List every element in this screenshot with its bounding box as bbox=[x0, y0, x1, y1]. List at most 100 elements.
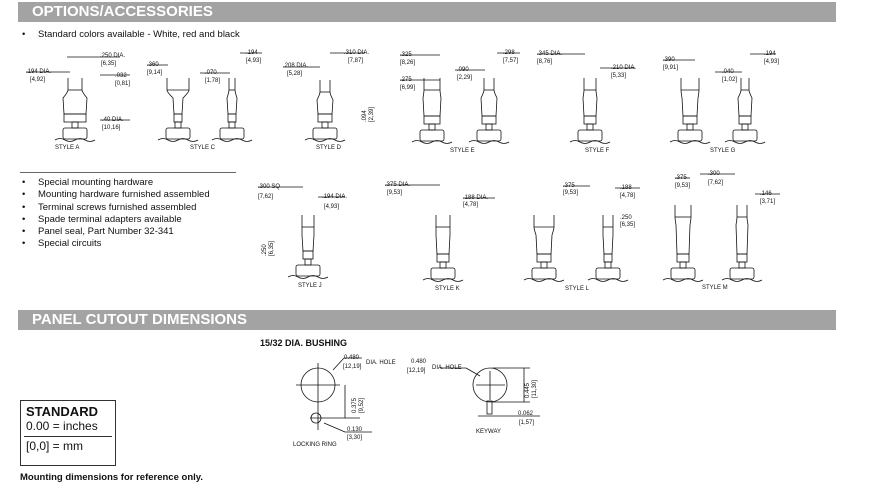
toggle-bushing bbox=[738, 261, 746, 269]
dimension-label: [9,53] bbox=[675, 183, 690, 189]
dimension-label: [3,71] bbox=[760, 199, 775, 205]
toggle-bushing bbox=[304, 258, 312, 266]
style-label: STYLE C bbox=[190, 145, 216, 151]
toggle-collar bbox=[682, 115, 698, 125]
dimension-label: [10,16] bbox=[102, 125, 121, 131]
toggle-collar bbox=[302, 250, 314, 260]
dimension-label: [4,93] bbox=[764, 59, 779, 65]
dimension-label: .345 DIA. bbox=[537, 51, 562, 57]
list-item: Panel seal, Part Number 32-341 bbox=[20, 226, 210, 239]
bushing-title: 15/32 DIA. BUSHING bbox=[260, 338, 347, 348]
toggle-lever bbox=[674, 205, 692, 255]
toggle-bushing bbox=[228, 121, 236, 129]
toggle-lever bbox=[226, 78, 238, 115]
dimension-label: [12,19] bbox=[343, 364, 362, 370]
style-label: STYLE A bbox=[55, 145, 79, 151]
list-item: Special circuits bbox=[20, 238, 210, 251]
dimension-label: .194 DIA. bbox=[322, 194, 347, 200]
dimension-label: .300 bbox=[708, 171, 720, 177]
dimension-label: [9,14] bbox=[147, 70, 162, 76]
panel-line bbox=[422, 278, 464, 282]
dimension-label: 0.445 bbox=[525, 382, 531, 398]
cutout-header: PANEL CUTOUT DIMENSIONS bbox=[18, 310, 836, 330]
toggle-collar bbox=[481, 115, 497, 125]
toggle-collar bbox=[676, 253, 690, 263]
dimension-label: [1,57] bbox=[519, 420, 534, 426]
dimension-label: [1,02] bbox=[722, 77, 737, 83]
toggle-nut bbox=[531, 267, 557, 280]
dimension-label: [7,57] bbox=[503, 58, 518, 64]
legend-mm: [0,0] = mm bbox=[26, 439, 84, 453]
dimension-label: [7,62] bbox=[258, 194, 273, 200]
toggle-bushing bbox=[439, 261, 447, 269]
dimension-label: .250 DIA. bbox=[100, 53, 125, 59]
dimension-label: [6,35] bbox=[269, 241, 275, 256]
toggle-lever bbox=[735, 205, 749, 255]
panel-line bbox=[662, 278, 704, 282]
dimension-label: [2,29] bbox=[457, 75, 472, 81]
list-item: Terminal screws furnished assembled bbox=[20, 202, 210, 215]
style-label: STYLE L bbox=[565, 286, 590, 292]
dimension-label: .094 bbox=[362, 110, 368, 122]
dimension-label: .375 bbox=[675, 175, 687, 181]
dimension-label: [4,92] bbox=[30, 77, 45, 83]
dimension-label: DIA. HOLE bbox=[366, 360, 396, 366]
dimension-label: .194 bbox=[246, 50, 258, 56]
dimension-line bbox=[332, 357, 345, 371]
toggle-nut bbox=[729, 267, 755, 280]
toggle-collar bbox=[603, 253, 613, 263]
toggle-lever bbox=[435, 215, 451, 255]
panel-line bbox=[569, 140, 611, 144]
dimension-label: .360 bbox=[147, 62, 159, 68]
dimension-label: [6,35] bbox=[620, 222, 635, 228]
dimension-label: [9,53] bbox=[563, 190, 578, 196]
dimension-label: 0.375 bbox=[352, 397, 358, 413]
panel-line bbox=[157, 138, 199, 142]
dimension-label: [8,26] bbox=[400, 60, 415, 66]
toggle-nut bbox=[295, 264, 321, 277]
panel-line bbox=[287, 275, 329, 279]
toggle-lever bbox=[166, 78, 190, 115]
dimension-label: .310 DIA. bbox=[344, 50, 369, 56]
dimension-label: .194 bbox=[764, 51, 776, 57]
dimension-label: .146 bbox=[760, 191, 772, 197]
keyway-label: KEYWAY bbox=[476, 429, 501, 435]
panel-line bbox=[468, 140, 510, 144]
style-label: STYLE G bbox=[710, 148, 736, 154]
dimension-label: .194 DIA. bbox=[26, 69, 51, 75]
dimension-label: .070 bbox=[205, 70, 217, 76]
style-label: STYLE M bbox=[702, 285, 728, 291]
options-header: OPTIONS/ACCESSORIES bbox=[18, 2, 836, 22]
hole-circle bbox=[472, 367, 508, 403]
dimension-label: [7,62] bbox=[708, 180, 723, 186]
toggle-lever bbox=[602, 215, 614, 255]
dimension-label: .090 bbox=[457, 67, 469, 73]
dimension-label: [4,93] bbox=[246, 58, 261, 64]
dimension-label: 0.130 bbox=[347, 427, 363, 433]
colors-text: Standard colors available - White, red a… bbox=[20, 29, 240, 42]
panel-line bbox=[721, 278, 763, 282]
list-item: Spade terminal adapters available bbox=[20, 214, 210, 227]
toggle-collar bbox=[736, 253, 748, 263]
toggle-bushing bbox=[604, 261, 612, 269]
toggle-collar bbox=[317, 113, 333, 123]
toggle-bushing bbox=[741, 123, 749, 131]
toggle-collar bbox=[583, 115, 597, 125]
dimension-label: [4,78] bbox=[620, 193, 635, 199]
dimension-label: [4,93] bbox=[324, 204, 339, 210]
toggle-lever bbox=[422, 78, 442, 117]
legend-title: STANDARD bbox=[26, 404, 98, 419]
dimension-label: [9,53] bbox=[387, 190, 402, 196]
dimension-label: [5,28] bbox=[287, 71, 302, 77]
dimension-label: [11,30] bbox=[532, 380, 538, 398]
reference-note: Mounting dimensions for reference only. bbox=[20, 472, 203, 483]
dimension-line bbox=[323, 422, 346, 433]
toggle-bushing bbox=[540, 261, 548, 269]
panel-line bbox=[523, 278, 565, 282]
keyway bbox=[486, 400, 493, 415]
toggle-nut bbox=[219, 127, 245, 140]
dimension-label: [7,87] bbox=[348, 58, 363, 64]
dimension-label: [1,78] bbox=[205, 78, 220, 84]
toggle-nut bbox=[577, 129, 603, 142]
